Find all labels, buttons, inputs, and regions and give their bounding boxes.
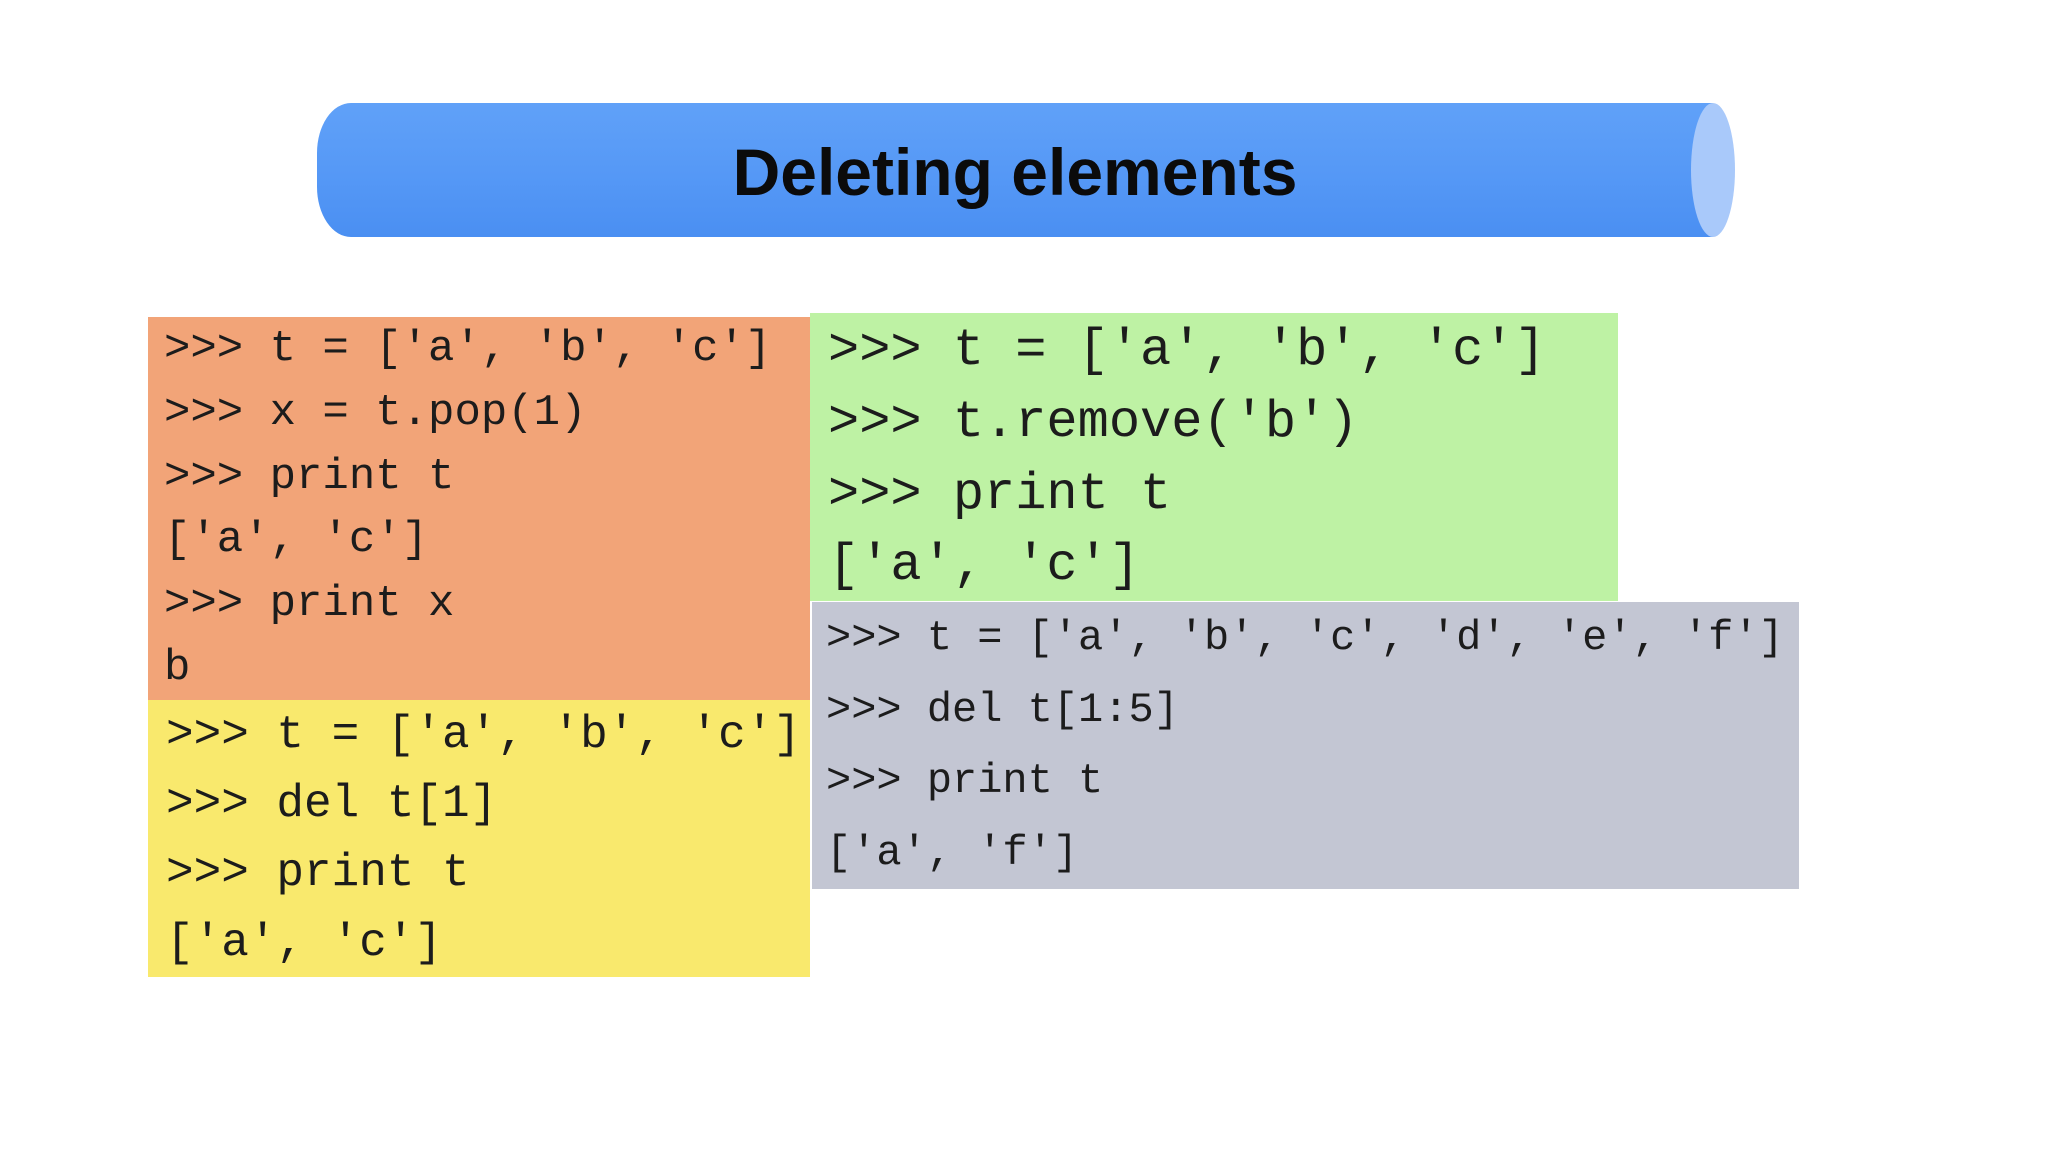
title-banner: Deleting elements [317,103,1713,237]
slide-title: Deleting elements [732,135,1298,209]
code-block-pop: >>> t = ['a', 'b', 'c'] >>> x = t.pop(1)… [148,317,810,700]
code-block-del-index: >>> t = ['a', 'b', 'c'] >>> del t[1] >>>… [148,700,810,977]
code-block-remove: >>> t = ['a', 'b', 'c'] >>> t.remove('b'… [810,313,1618,601]
code-block-del-slice: >>> t = ['a', 'b', 'c', 'd', 'e', 'f'] >… [812,602,1799,889]
banner-cylinder-cap [1691,103,1735,237]
